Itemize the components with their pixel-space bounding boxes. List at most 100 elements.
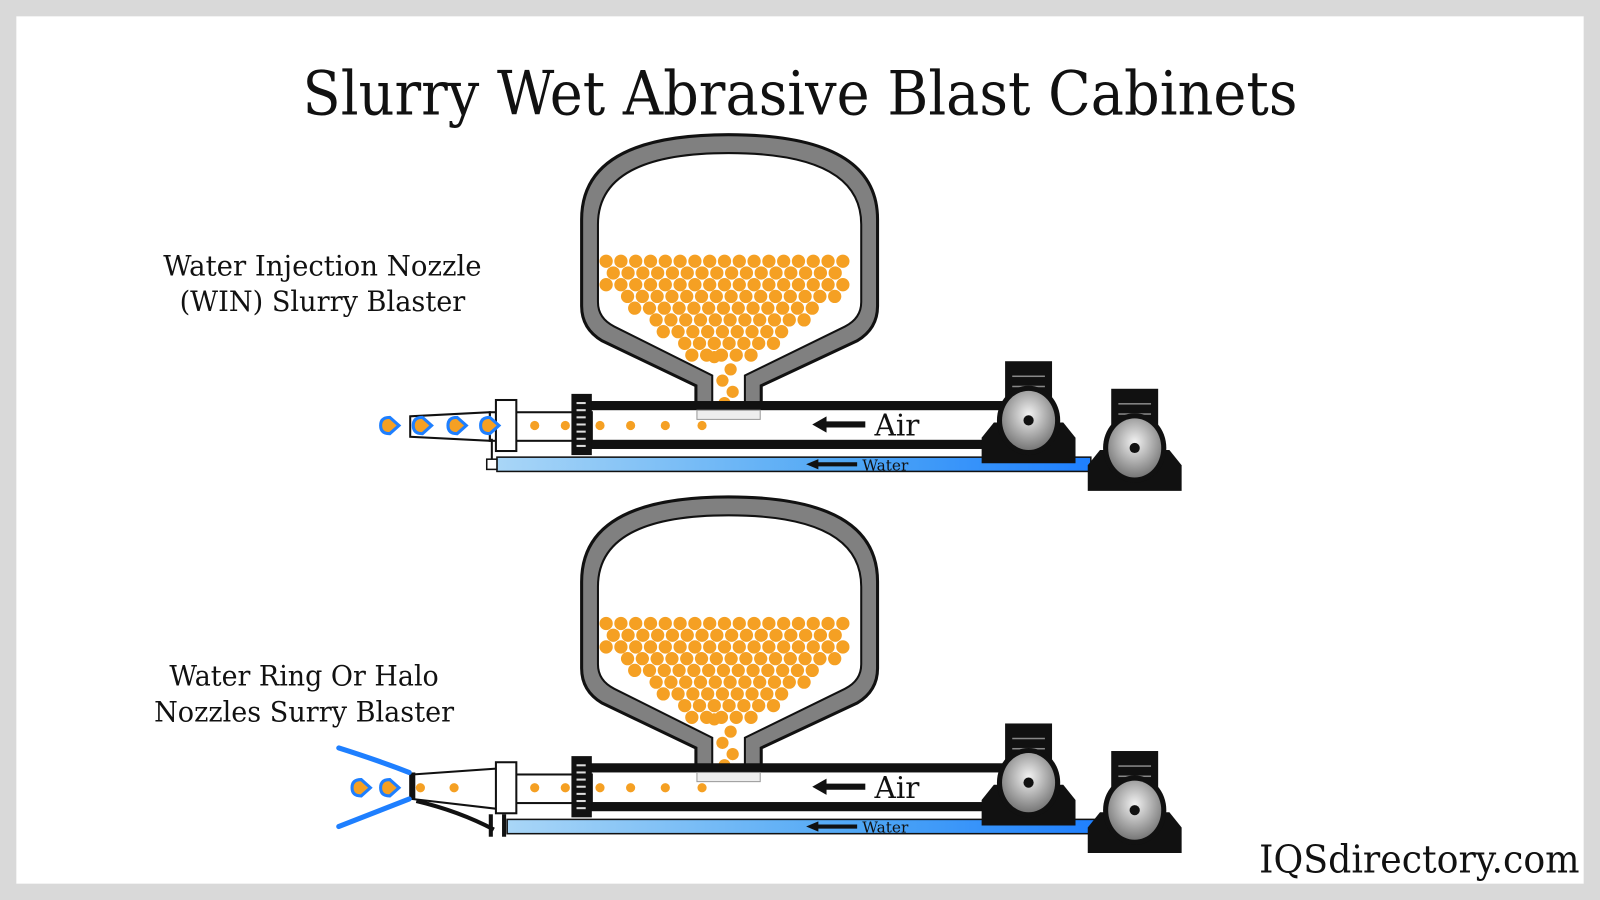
abrasive-particle [614, 254, 628, 268]
abrasive-particle [658, 616, 672, 631]
abrasive-particle [821, 254, 835, 268]
abrasive-particle [806, 640, 820, 654]
abrasive-particle [449, 783, 459, 793]
abrasive-particle [693, 313, 708, 327]
abrasive-particle [731, 663, 745, 678]
coupling-thread [576, 807, 586, 810]
abrasive-particle [621, 628, 635, 642]
watermark: IQSdirectory.com [1259, 837, 1579, 882]
abrasive-particle [636, 266, 650, 280]
abrasive-particle [650, 289, 664, 304]
abrasive-particle [687, 301, 701, 315]
abrasive-particle [716, 663, 731, 678]
abrasive-particle [798, 652, 812, 666]
abrasive-particle [777, 254, 791, 268]
abrasive-particle [673, 254, 687, 268]
abrasive-particle [813, 266, 828, 280]
diagram-label-line1: Water Injection Nozzle [163, 251, 481, 283]
diagram-label-line1: Water Ring Or Halo [169, 661, 438, 693]
abrasive-particle [745, 325, 759, 339]
abrasive-particle [695, 628, 709, 642]
abrasive-particle [680, 652, 694, 666]
abrasive-particle [732, 254, 746, 268]
abrasive-particle [737, 698, 751, 713]
halo-ring [409, 772, 416, 799]
abrasive-particle [664, 675, 678, 689]
abrasive-particle [715, 325, 730, 339]
abrasive-particle [673, 278, 687, 292]
wet-abrasive-droplet [350, 778, 373, 798]
abrasive-particle [762, 616, 776, 631]
abrasive-particle [697, 783, 707, 793]
abrasive-particle [745, 687, 759, 701]
abrasive-particle [753, 675, 767, 689]
abrasive-particle [777, 640, 791, 654]
abrasive-particle [828, 266, 842, 280]
abrasive-particle [762, 278, 776, 292]
coupling-thread [576, 778, 586, 781]
abrasive-particle [621, 266, 635, 280]
water-pump-line [1118, 765, 1152, 767]
abrasive-particle [657, 301, 671, 315]
abrasive-particle [660, 420, 670, 431]
abrasive-particle [768, 289, 783, 304]
abrasive-particle [754, 628, 768, 642]
abrasive-particle [686, 687, 700, 701]
abrasive-particle [722, 336, 736, 350]
air-pipe-bottom-wall [589, 802, 1009, 812]
abrasive-particle [767, 675, 782, 689]
abrasive-particle [724, 363, 737, 376]
abrasive-particle [760, 687, 774, 701]
abrasive-particle [694, 289, 709, 304]
abrasive-particle [703, 278, 717, 292]
abrasive-particle [737, 336, 751, 350]
abrasive-particle [701, 687, 715, 701]
abrasive-particle [657, 663, 671, 678]
abrasive-particle [836, 254, 850, 268]
abrasive-particle [629, 616, 643, 631]
abrasive-particle [685, 348, 699, 362]
abrasive-particle [708, 351, 721, 364]
abrasive-particle [651, 628, 665, 642]
abrasive-particle [732, 278, 746, 292]
abrasive-particle [626, 420, 636, 431]
wet-abrasive-droplet [379, 415, 402, 436]
abrasive-particle [747, 254, 761, 268]
abrasive-particle [658, 278, 672, 292]
abrasive-particle [651, 266, 665, 280]
abrasive-particle [560, 420, 570, 431]
abrasive-particle [777, 278, 791, 292]
water-fitting [488, 814, 493, 837]
abrasive-particle [680, 266, 694, 280]
abrasive-particle [614, 616, 628, 631]
air-compressor-line [1012, 737, 1045, 740]
abrasive-particle [724, 652, 738, 666]
abrasive-particle [717, 278, 732, 292]
abrasive-particle [614, 640, 628, 654]
coupling-thread [576, 437, 586, 440]
abrasive-particle [767, 313, 782, 327]
water-injection-fitting [485, 458, 498, 471]
abrasive-particle [790, 663, 805, 678]
abrasive-particle [665, 289, 679, 304]
abrasive-particle [747, 640, 761, 654]
air-pipe-top-wall [589, 763, 1009, 773]
abrasive-particle [836, 278, 850, 292]
abrasive-particle [768, 652, 783, 666]
nozzle-collar [494, 761, 518, 815]
abrasive-particle [695, 266, 709, 280]
coupling-thread [576, 792, 586, 795]
abrasive-particle [672, 663, 686, 678]
air-pipe-bottom-wall [589, 439, 1009, 449]
abrasive-particle [813, 289, 827, 304]
abrasive-particle [693, 675, 708, 689]
abrasive-particle [685, 710, 699, 724]
coupling-thread [576, 800, 586, 803]
abrasive-particle [614, 278, 628, 292]
abrasive-particle [723, 313, 737, 327]
abrasive-particle [732, 616, 746, 631]
water-halo-spray [336, 745, 412, 775]
abrasive-particle [783, 289, 797, 304]
abrasive-particle [709, 289, 723, 304]
